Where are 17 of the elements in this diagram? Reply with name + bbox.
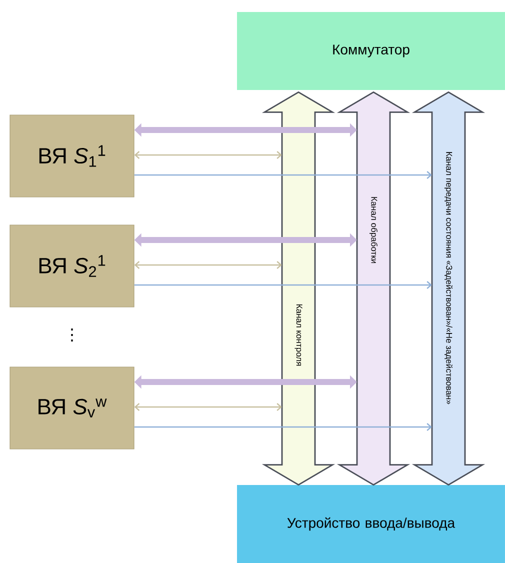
- arrow: [134, 281, 432, 289]
- arrow: [134, 423, 432, 431]
- edge-label: Канал передачи состояния «Задействован»/«Не задействован»: [444, 152, 453, 404]
- device-box: Устройство ввода/вывода: [237, 485, 505, 563]
- edge-label: Канал обработки: [370, 197, 378, 264]
- module-box: ВЯ S$_{1}$1: [10, 114, 134, 198]
- channel-arrow: [262, 91, 336, 486]
- device-box: Коммутатор: [237, 12, 505, 90]
- channel-arrow: [336, 91, 410, 486]
- module-box: ВЯ S$_{2}$1: [10, 224, 134, 308]
- arrow: [134, 403, 282, 411]
- edge-label: Канал контроля: [294, 304, 302, 366]
- arrow: [134, 171, 432, 179]
- ellipsis-dots: ⋮: [71, 328, 73, 342]
- module-box: ВЯ S$_{v}$w: [10, 366, 134, 450]
- arrow: [134, 151, 282, 159]
- arrow: [134, 261, 282, 269]
